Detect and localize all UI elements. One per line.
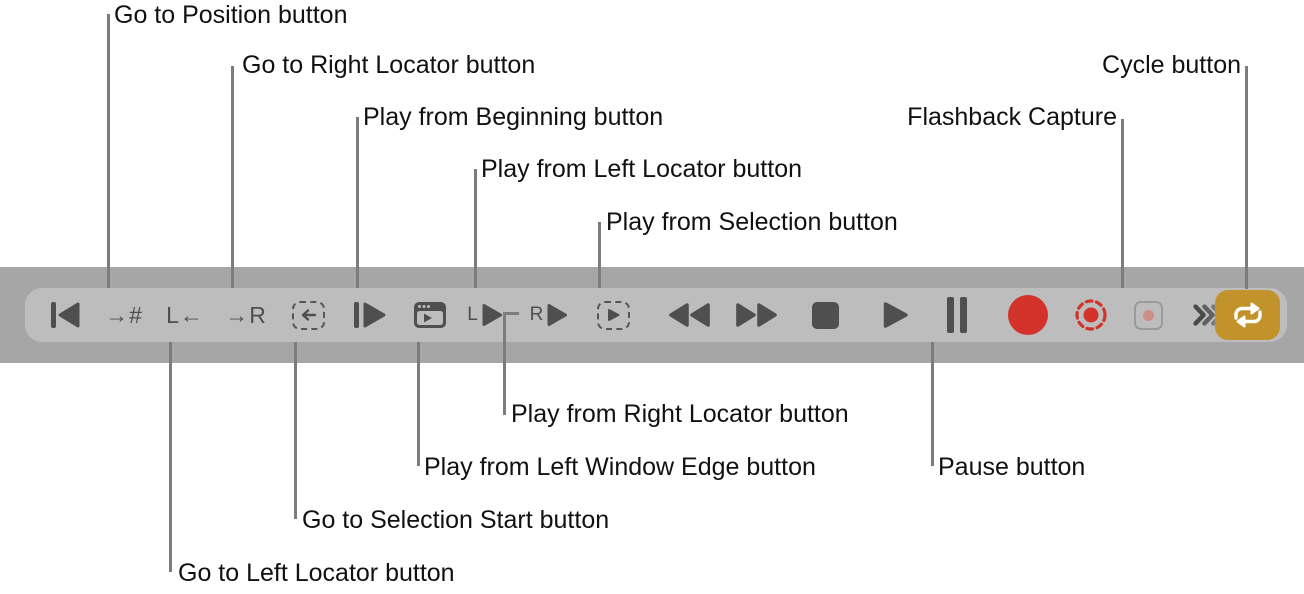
leader-line-go-to-position — [107, 14, 110, 288]
callout-go-to-position: Go to Position button — [114, 1, 348, 29]
leader-line-go-to-left-locator — [169, 342, 172, 572]
callout-go-to-left-locator: Go to Left Locator button — [178, 559, 455, 587]
record-toggle-icon — [1075, 299, 1107, 331]
go-to-selection-start-icon — [291, 300, 325, 330]
record-toggle-button[interactable] — [1069, 288, 1113, 342]
go-to-left-locator-button[interactable]: L← — [155, 288, 215, 342]
go-to-right-locator-icon: →R — [225, 301, 267, 328]
window-play-icon — [414, 302, 446, 328]
pause-icon — [947, 297, 967, 333]
callout-play-from-left-locator: Play from Left Locator button — [481, 155, 803, 183]
cycle-button[interactable] — [1215, 290, 1280, 340]
leader-line-play-from-right-locator-jog — [503, 312, 519, 315]
callout-play-from-selection: Play from Selection button — [606, 208, 898, 236]
forward-button[interactable] — [720, 288, 794, 342]
callout-pause: Pause button — [938, 453, 1086, 481]
leader-line-play-from-selection — [598, 222, 601, 288]
callout-cycle: Cycle button — [1102, 51, 1241, 79]
leader-line-play-from-left-window-edge — [417, 342, 420, 466]
play-button[interactable] — [867, 288, 923, 342]
callout-play-from-beginning: Play from Beginning button — [363, 103, 664, 131]
transport-toolbar: →# L← →R — [25, 288, 1287, 342]
right-locator-letter: R — [529, 304, 544, 325]
go-to-left-locator-icon: L← — [166, 301, 204, 328]
play-from-beginning-button[interactable] — [339, 288, 399, 342]
callout-go-to-selection-start: Go to Selection Start button — [302, 506, 610, 534]
play-from-selection-button[interactable] — [581, 288, 645, 342]
flashback-capture-icon — [1133, 300, 1163, 330]
leader-line-pause — [931, 342, 934, 466]
callout-go-to-right-locator: Go to Right Locator button — [242, 51, 536, 79]
leader-line-cycle — [1245, 66, 1248, 289]
left-locator-letter: L — [467, 304, 478, 325]
play-from-right-locator-button[interactable]: R — [517, 288, 581, 342]
record-icon — [1008, 295, 1048, 335]
play-from-left-window-edge-button[interactable] — [399, 288, 461, 342]
leader-line-play-from-left-locator — [474, 169, 477, 288]
rewind-button[interactable] — [650, 288, 728, 342]
play-triangle-icon — [482, 304, 502, 326]
play-icon — [883, 302, 908, 328]
play-from-beginning-icon — [354, 302, 386, 328]
stop-button[interactable] — [798, 288, 852, 342]
leader-line-go-to-right-locator — [231, 66, 234, 288]
leader-line-go-to-selection-start — [294, 342, 297, 519]
play-triangle-icon — [547, 304, 568, 326]
flashback-capture-button[interactable] — [1117, 288, 1179, 342]
pause-button[interactable] — [923, 288, 991, 342]
go-to-beginning-button[interactable] — [37, 288, 93, 342]
fast-forward-icon — [736, 303, 777, 327]
play-from-selection-icon — [596, 300, 630, 330]
callout-flashback-capture: Flashback Capture — [907, 103, 1117, 131]
skip-to-beginning-icon — [51, 302, 80, 328]
callout-play-from-right-locator: Play from Right Locator button — [511, 400, 849, 428]
cycle-loop-icon — [1233, 302, 1262, 328]
go-to-selection-start-button[interactable] — [277, 288, 339, 342]
leader-line-flashback-capture — [1121, 119, 1124, 288]
leader-line-play-from-beginning — [356, 117, 359, 288]
rewind-icon — [669, 303, 710, 327]
callout-play-from-left-window-edge: Play from Left Window Edge button — [424, 453, 816, 481]
record-button[interactable] — [983, 288, 1073, 342]
go-to-position-icon: →# — [105, 301, 143, 328]
leader-line-play-from-right-locator — [503, 312, 506, 415]
play-from-left-locator-button[interactable]: L — [453, 288, 517, 342]
go-to-right-locator-button[interactable]: →R — [215, 288, 277, 342]
stop-icon — [811, 301, 839, 329]
go-to-position-button[interactable]: →# — [93, 288, 155, 342]
